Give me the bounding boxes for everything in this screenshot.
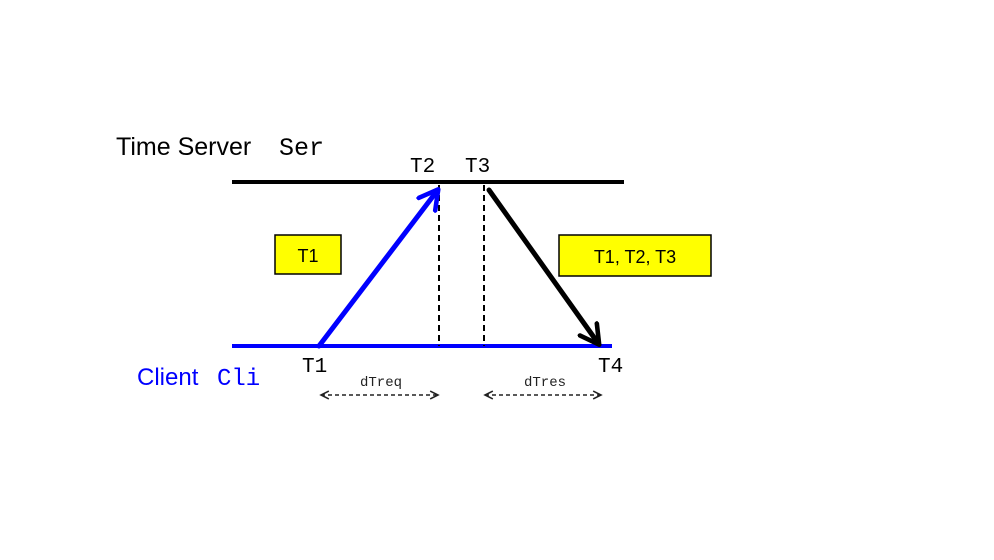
server-label: Time Server — [116, 133, 251, 161]
request-payload-text: T1 — [297, 246, 318, 266]
response-duration-label: dTres — [524, 375, 566, 391]
client-code: Cli — [217, 366, 260, 393]
timestamp-t1: T1 — [302, 356, 327, 379]
timestamp-t3: T3 — [465, 156, 490, 179]
response-payload-text: T1, T2, T3 — [594, 247, 676, 267]
request-duration-label: dTreq — [360, 375, 402, 391]
response-arrow — [486, 187, 598, 343]
server-code: Ser — [279, 134, 324, 163]
request-arrow — [316, 191, 437, 349]
response-payload-box: T1, T2, T3 — [558, 234, 712, 277]
request-payload-box: T1 — [274, 234, 342, 275]
timestamp-t2: T2 — [410, 156, 435, 179]
timestamp-t4: T4 — [598, 356, 623, 379]
client-label: Client — [137, 364, 199, 391]
